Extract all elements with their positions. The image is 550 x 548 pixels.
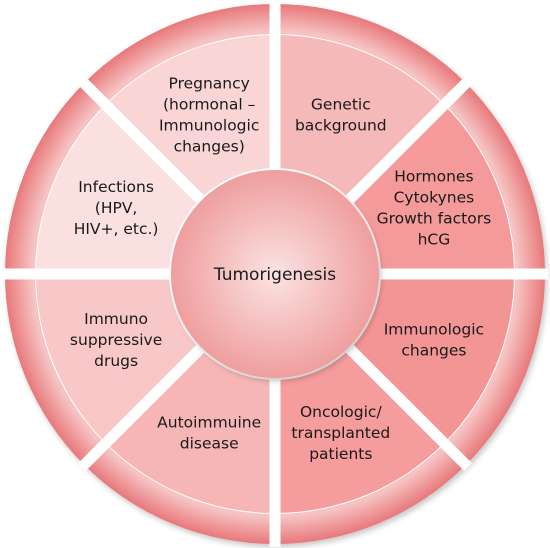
segment-label-line: changes — [401, 341, 466, 359]
segment-label-line: background — [295, 117, 387, 135]
segment-separator — [78, 77, 207, 206]
segment-label-line: drugs — [94, 352, 138, 370]
segment-label-line: changes) — [174, 138, 245, 156]
center-circle — [171, 170, 379, 378]
segment-label-line: disease — [180, 434, 239, 452]
segments-layer — [36, 35, 514, 513]
segment-label-line: Hormones — [394, 168, 473, 186]
segment-label-line: Growth factors — [377, 210, 492, 228]
segment-label-line: Immuno — [84, 310, 148, 328]
segment-separator — [78, 342, 207, 471]
segment-immunosuppressive-drugs — [36, 274, 201, 443]
segment-oncologic-transplanted-patients — [275, 348, 444, 513]
segment-label-line: Cytokynes — [394, 189, 475, 207]
segment-autoimmune-disease — [106, 348, 275, 513]
segment-label-line: Genetic — [311, 96, 371, 114]
segment-label-line: patients — [309, 445, 372, 463]
segment-label-line: (hormonal – — [163, 96, 255, 114]
segment-separator — [343, 342, 472, 471]
segment-label-pregnancy: Pregnancy (hormonal – Immunologic changes) — [159, 75, 259, 156]
segment-label-line: Oncologic/ — [300, 403, 382, 421]
segment-label-immunologic-changes: Immunologic changes — [384, 320, 484, 359]
segment-hormones — [349, 105, 514, 274]
segment-label-line: suppressive — [70, 331, 162, 349]
segment-label-line: Immunologic — [159, 117, 259, 135]
segment-label-autoimmune-disease: Autoimmuine disease — [157, 413, 261, 452]
segment-label-line: transplanted — [291, 424, 390, 442]
segment-label-oncologic-transplanted-patients: Oncologic/transplanted patients — [291, 403, 390, 463]
segment-label-infections: Infections (HPV, HIV+, etc.) — [74, 178, 159, 238]
segment-immunologic-changes — [349, 274, 514, 443]
segment-label-line: Pregnancy — [169, 75, 250, 93]
segment-label-line: Autoimmuine — [157, 413, 261, 431]
segment-label-line: (HPV, — [95, 199, 138, 217]
segment-label-line: HIV+, etc.) — [74, 220, 159, 238]
center-label: Tumorigenesis — [213, 265, 336, 285]
segment-label-genetic-background: Genetic background — [295, 96, 387, 135]
segment-label-line: Infections — [78, 178, 154, 196]
segment-genetic-background — [275, 35, 444, 200]
segment-infections — [36, 105, 201, 274]
segment-pregnancy — [106, 35, 275, 200]
segment-separator — [343, 77, 472, 206]
segment-label-line: hCG — [418, 231, 451, 249]
segment-label-line: Immunologic — [384, 320, 484, 338]
segment-label-immunosuppressive-drugs: Immuno suppressive drugs — [70, 310, 162, 370]
